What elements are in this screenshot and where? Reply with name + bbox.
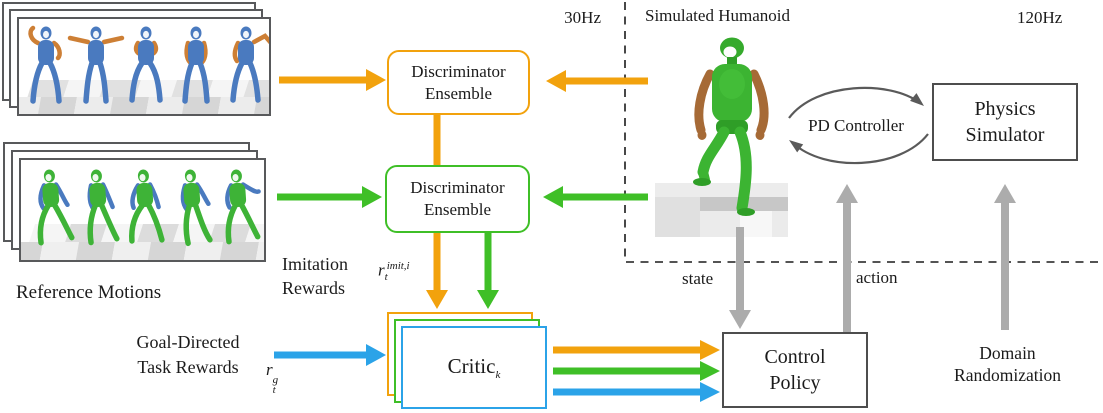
pd-controller-label: PD Controller [808, 116, 904, 135]
imitation-reward-symbol: rtimit,i [378, 260, 410, 284]
arrow-domain-randomization [994, 184, 1016, 330]
policy-label-line2: Policy [769, 372, 821, 394]
critic-label: Critick [447, 353, 501, 382]
pd-loop-arrowhead-top [910, 93, 924, 106]
simulated-humanoid-figure [655, 37, 788, 237]
arrow-critic-to-policy-green [553, 361, 720, 381]
goal-task-rewards-label: Goal-Directed Task Rewards [136, 332, 240, 377]
arrow-imitation-reward-orange [426, 231, 448, 309]
arrow-critic-to-policy-orange [553, 340, 720, 360]
arrow-action [836, 184, 858, 332]
discriminator2-label-line2: Ensemble [423, 200, 492, 219]
connector-discriminator1-to-discriminator2 [433, 113, 441, 167]
discriminator-ensemble-box-2: Discriminator Ensemble [385, 165, 530, 233]
arrow-task-reward-blue [274, 344, 386, 366]
arrow-refmotion2-to-discriminator2 [277, 186, 382, 208]
arrow-critic-to-policy-blue [553, 382, 720, 402]
terrain-platform [655, 183, 788, 237]
discriminator1-label-line2: Ensemble [424, 83, 493, 103]
pd-loop-arc-top [788, 86, 921, 119]
rate-30hz-label: 30Hz [564, 8, 601, 27]
motion-stack2-frame-front [19, 158, 266, 262]
arrow-humanoid-to-discriminator2 [543, 186, 648, 208]
arrow-refmotion1-to-discriminator1 [279, 69, 386, 91]
state-label: state [682, 269, 714, 288]
reference-motions-label: Reference Motions [16, 282, 162, 303]
rate-120hz-label: 120Hz [1017, 8, 1063, 27]
arrow-humanoid-to-discriminator1 [546, 70, 648, 92]
imitation-rewards-label: Imitation Rewards [282, 254, 348, 298]
discriminator1-label-line1: Discriminator [411, 61, 506, 81]
domain-randomization-label: Domain Randomization [954, 343, 1061, 385]
action-label: action [856, 268, 898, 287]
discriminator2-label-line1: Discriminator [410, 178, 505, 197]
dance-motion-thumbnail [19, 25, 269, 114]
motion-stack1-frame-front [17, 17, 271, 116]
physics-label-line1: Physics [974, 98, 1036, 120]
arrow-imitation-reward-green [477, 231, 499, 309]
physics-simulator-box: Physics Simulator [932, 83, 1078, 161]
walk-motion-thumbnail [21, 169, 264, 260]
simulated-humanoid-label: Simulated Humanoid [645, 6, 790, 25]
control-policy-box: Control Policy [722, 332, 868, 408]
walk-figures [37, 169, 261, 247]
pd-loop-arc-bottom [792, 133, 929, 165]
policy-label-line1: Control [764, 346, 826, 368]
critic-box-front: Critick [401, 326, 547, 409]
dance-figures [28, 25, 269, 104]
discriminator-ensemble-box-1: Discriminator Ensemble [387, 50, 530, 115]
physics-label-line2: Simulator [965, 124, 1045, 146]
